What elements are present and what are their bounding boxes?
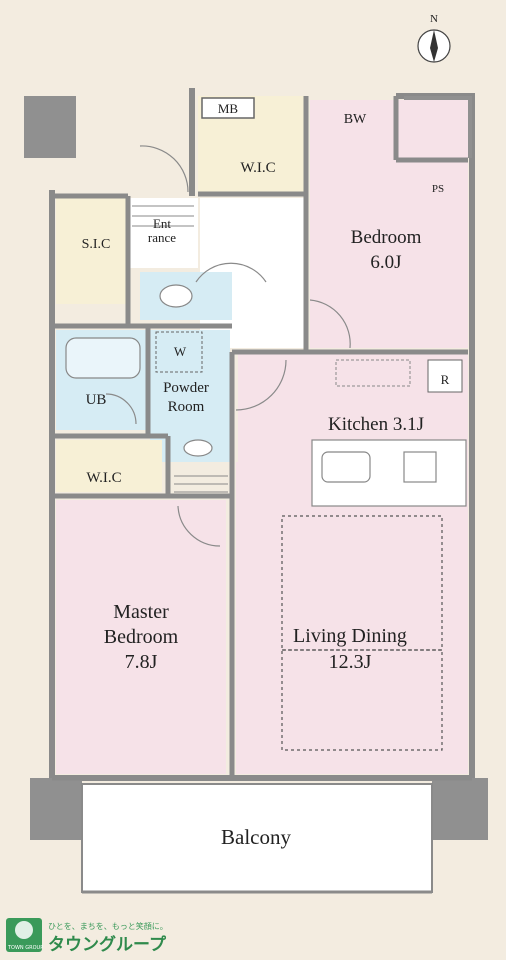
ub-label: UB bbox=[86, 392, 107, 408]
r-label: R bbox=[441, 372, 450, 387]
logo-tagline: ひとを、まちを、もっと笑顔に。 bbox=[48, 921, 168, 931]
bedroom-size: 6.0J bbox=[370, 252, 401, 273]
bedroom-name: Bedroom bbox=[351, 227, 422, 248]
pillar-bottom-right bbox=[432, 778, 488, 840]
steps bbox=[132, 205, 228, 493]
living-label-1: Living Dining bbox=[293, 625, 407, 647]
compass-north-label: N bbox=[430, 13, 438, 25]
pillar-top-left bbox=[24, 96, 76, 158]
ps-label: PS bbox=[432, 183, 444, 195]
sic-area bbox=[56, 198, 126, 304]
company-logo: TOWN GROUP ひとを、まちを、もっと笑顔に。 タウングループ bbox=[6, 918, 168, 955]
powder-room-area bbox=[150, 330, 230, 462]
living-label-2: 12.3J bbox=[329, 651, 372, 673]
compass-icon bbox=[417, 29, 451, 63]
kitchen-cabinet bbox=[335, 359, 411, 387]
pillar-bottom-left bbox=[30, 778, 82, 840]
powder-label-2: Room bbox=[168, 399, 205, 415]
logo-brand: タウングループ bbox=[48, 934, 167, 955]
powder-label-1: Powder bbox=[163, 380, 209, 396]
master-label-2: Bedroom bbox=[104, 626, 179, 648]
entrance-label-1: Ent bbox=[153, 216, 171, 231]
sic-label: S.I.C bbox=[82, 237, 111, 252]
washer-box bbox=[155, 331, 203, 373]
dining-zone-dashed bbox=[281, 649, 443, 751]
kitchen-label: Kitchen 3.1J bbox=[328, 414, 424, 435]
balcony-label: Balcony bbox=[221, 825, 291, 849]
wic-bottom-area bbox=[56, 440, 162, 492]
w-label: W bbox=[174, 344, 187, 359]
washbasin-icon bbox=[183, 439, 213, 457]
sink-icon bbox=[321, 451, 371, 483]
wic-top-label: W.I.C bbox=[240, 160, 275, 176]
fridge-box bbox=[427, 359, 463, 393]
logo-small-text: TOWN GROUP bbox=[7, 945, 43, 951]
stove-icon bbox=[403, 451, 437, 483]
interior-walls bbox=[52, 96, 472, 781]
entrance-area bbox=[128, 198, 198, 268]
toilet-icon bbox=[159, 284, 193, 308]
bathtub-icon bbox=[65, 337, 141, 379]
mb-box bbox=[201, 97, 255, 119]
bw-label: BW bbox=[344, 112, 367, 127]
master-label-1: Master bbox=[113, 601, 169, 623]
master-bedroom-area bbox=[56, 500, 226, 774]
bedroom-area bbox=[310, 100, 468, 348]
mb-label: MB bbox=[218, 101, 239, 116]
balcony-area bbox=[81, 783, 433, 893]
wic-bottom-label: W.I.C bbox=[86, 470, 121, 486]
door-swings bbox=[105, 145, 351, 547]
master-label-3: 7.8J bbox=[125, 651, 158, 673]
entrance-label-2: rance bbox=[148, 230, 176, 245]
